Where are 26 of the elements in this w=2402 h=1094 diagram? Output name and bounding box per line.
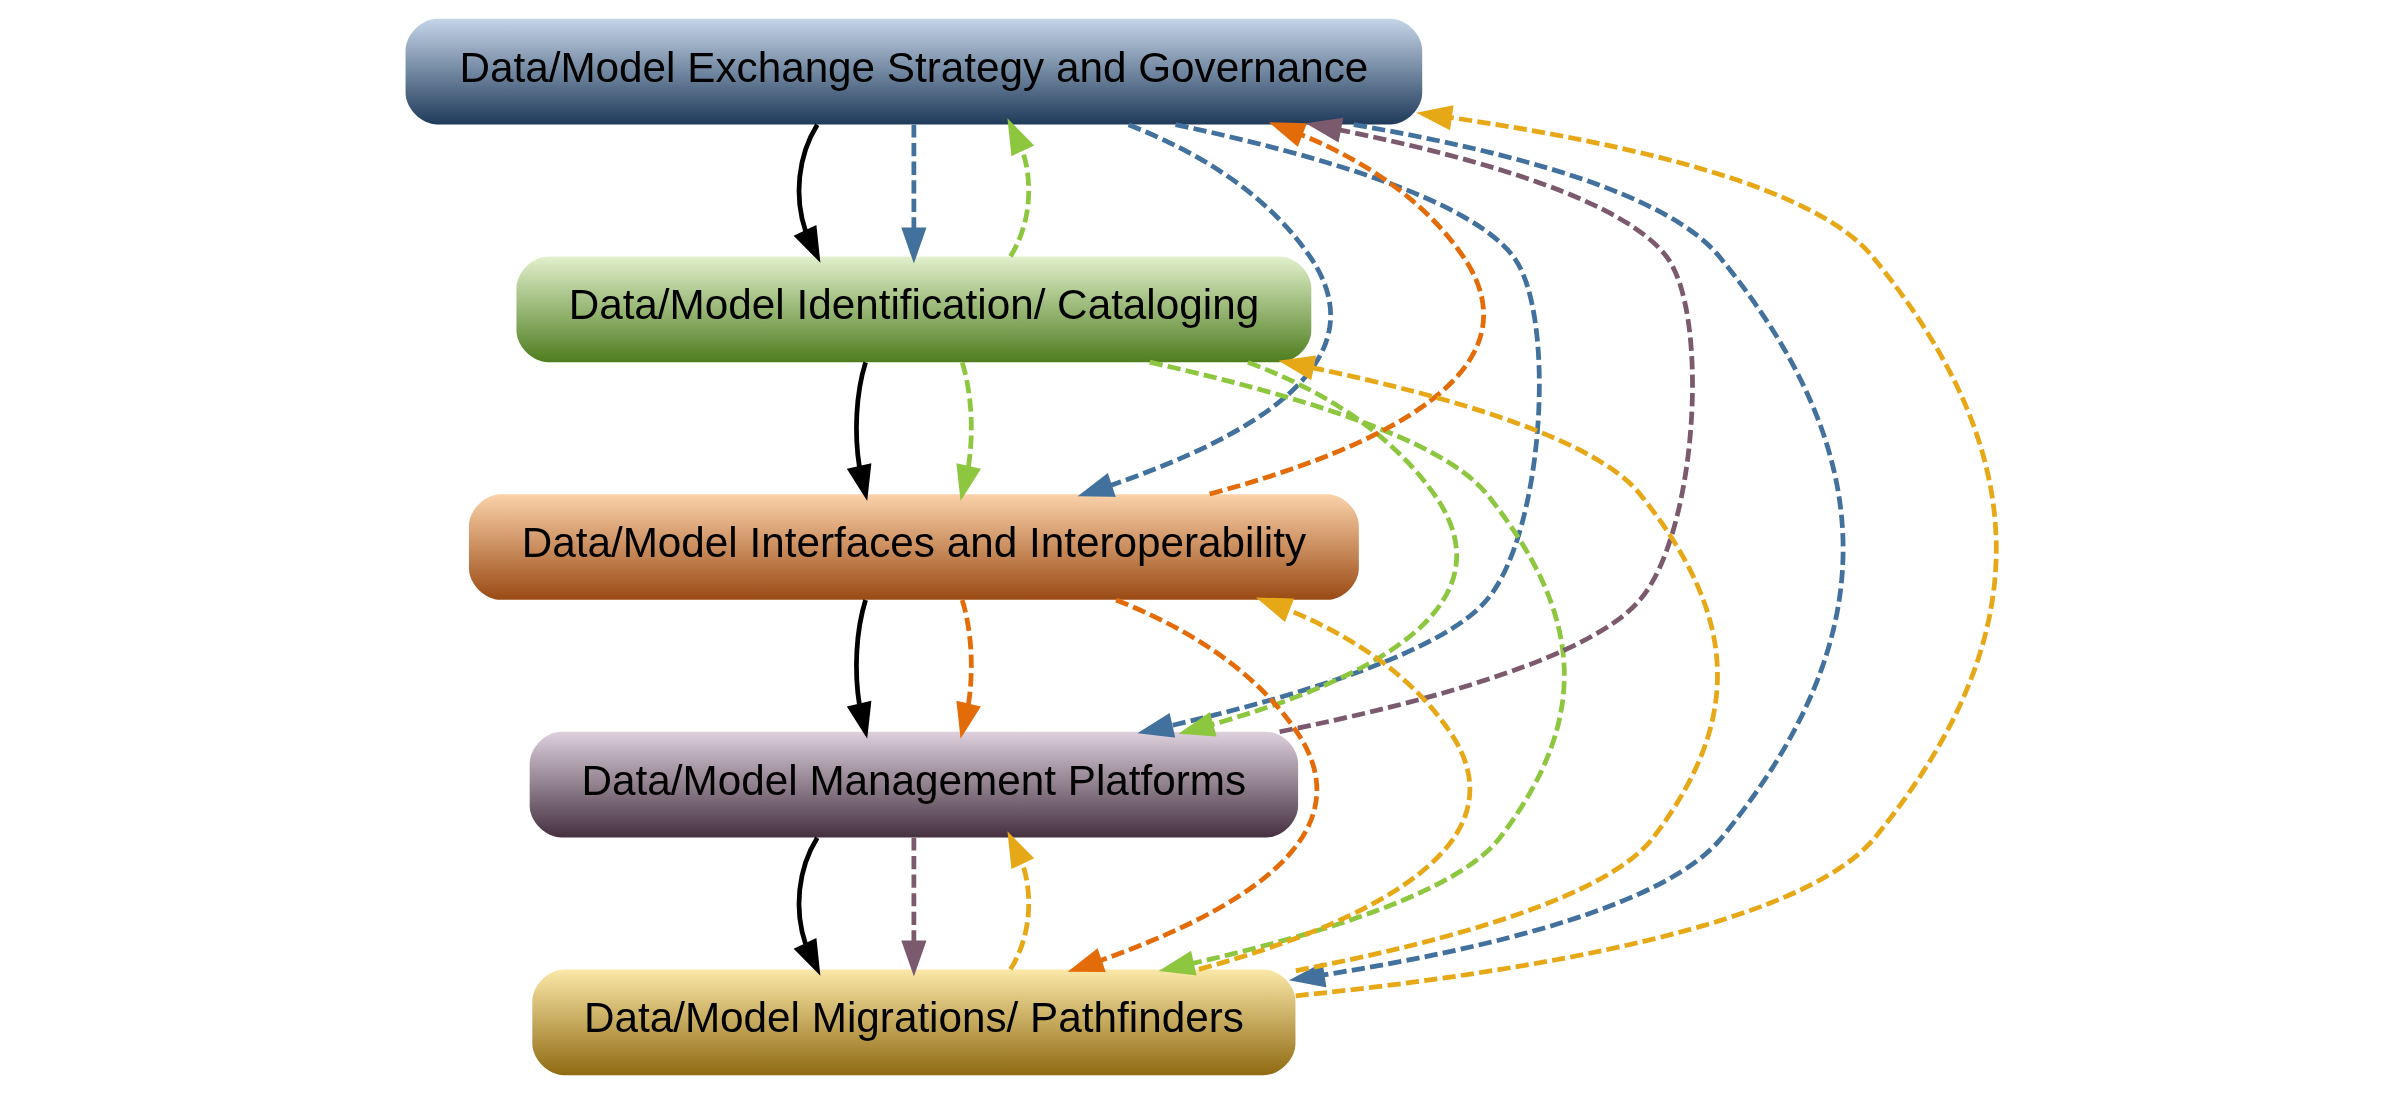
arrow bbox=[793, 836, 821, 976]
arrow bbox=[1067, 597, 1319, 972]
arrow bbox=[1278, 355, 1720, 973]
arrow bbox=[1077, 122, 1333, 497]
node-box: Data/Model Management Platforms bbox=[529, 731, 1299, 838]
node-box: Data/Model Exchange Strategy and Governance bbox=[405, 18, 1423, 125]
arrow bbox=[1198, 597, 1473, 972]
arrow bbox=[901, 124, 927, 264]
arrow bbox=[846, 599, 872, 739]
arrow bbox=[1178, 360, 1459, 737]
arrow bbox=[793, 123, 821, 263]
arrow bbox=[1137, 122, 1542, 738]
arrow bbox=[956, 361, 981, 502]
arrow bbox=[1279, 117, 1695, 735]
arrow bbox=[1288, 122, 1845, 988]
arrow bbox=[1209, 122, 1486, 497]
node-box: Data/Model Interfaces and Interoperability bbox=[468, 494, 1359, 600]
arrow bbox=[846, 361, 872, 502]
arrow bbox=[1149, 359, 1567, 976]
arrow bbox=[1007, 118, 1035, 258]
arrow bbox=[1007, 831, 1035, 971]
arrow bbox=[1295, 105, 1999, 999]
arrow bbox=[956, 599, 981, 739]
node-box: Data/Model Migrations/ Pathfinders bbox=[532, 969, 1296, 1076]
node-box: Data/Model Identification/ Cataloging bbox=[516, 256, 1312, 363]
arrow bbox=[901, 837, 927, 977]
